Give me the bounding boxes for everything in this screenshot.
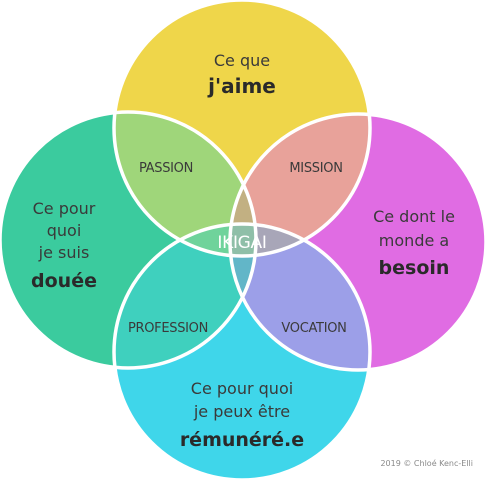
right-emphasis: besoin: [379, 257, 450, 279]
bottom-emphasis: rémunéré.e: [180, 429, 304, 451]
right-line2: monde a: [379, 231, 449, 250]
top-emphasis: j'aime: [207, 74, 276, 98]
right-line1: Ce dont le: [373, 207, 455, 226]
top-line1: Ce que: [214, 51, 270, 70]
left-line3: je suis: [38, 243, 90, 262]
label-ikigai: IKIGAI: [217, 233, 266, 253]
label-profession: PROFESSION: [128, 321, 208, 336]
outline-bottom: [112, 222, 372, 479]
left-emphasis: douée: [31, 270, 97, 292]
credit-text: 2019 © Chloé Kenc-Elli: [380, 458, 473, 468]
bottom-line2: je peux être: [193, 402, 290, 421]
outline-top: [112, 0, 372, 258]
label-mission: MISSION: [289, 161, 342, 176]
label-vocation: VOCATION: [281, 321, 346, 336]
outline-right: [228, 112, 487, 372]
outline-left: [0, 110, 258, 370]
left-line2: quoi: [47, 221, 82, 240]
label-passion: PASSION: [139, 161, 193, 176]
bottom-line1: Ce pour quoi: [191, 379, 293, 398]
left-line1: Ce pour: [33, 199, 96, 218]
